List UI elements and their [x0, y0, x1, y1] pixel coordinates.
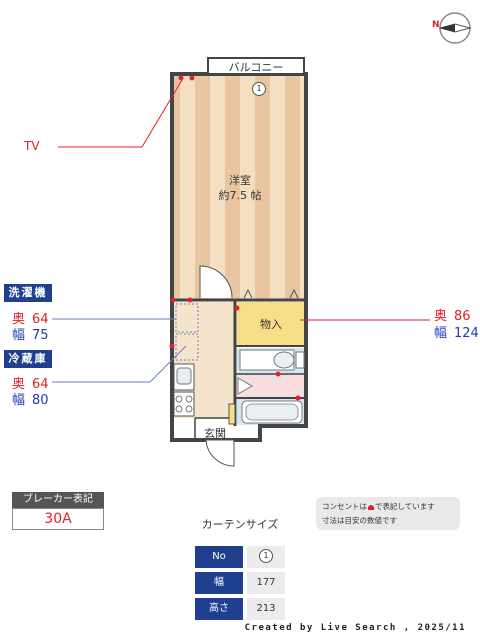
fridge-depth-key: 奥 [12, 377, 26, 392]
outlet-note: コンセントはで表記しています 寸法は目安の数値です [316, 497, 460, 530]
outlet-note-line2: 寸法は目安の数値です [322, 516, 397, 525]
breaker-value: 30A [12, 508, 104, 530]
curtain-value-width: 177 [247, 572, 285, 594]
fridge-depth-value: 64 [32, 377, 49, 392]
tv-label: TV [24, 139, 40, 153]
fridge-width-key: 幅 [12, 393, 26, 408]
washer-depth-value: 64 [32, 312, 49, 327]
outlet-note-line1: コンセントはで表記しています [322, 500, 454, 514]
storage-depth-key: 奥 [434, 309, 448, 324]
washer-width: 幅 75 [12, 324, 49, 343]
curtain-label-height: 高さ [195, 598, 243, 620]
outlet-icon [368, 504, 374, 510]
balcony-number-circle: 1 [252, 81, 266, 96]
storage-width-key: 幅 [434, 326, 448, 341]
western-room-size: 約7.5 帖 [218, 189, 262, 202]
compass-label: N [432, 20, 440, 30]
washer-depth: 奥 64 [12, 308, 49, 327]
outer-wall [170, 72, 308, 442]
fridge-width-value: 80 [32, 393, 49, 408]
breaker-title: ブレーカー表記 [12, 492, 104, 508]
curtain-title: カーテンサイズ [201, 518, 279, 531]
balcony-number: 1 [252, 78, 266, 97]
balcony-label: バルコニー [228, 61, 284, 74]
fridge-width: 幅 80 [12, 389, 49, 408]
storage-width-value: 124 [454, 326, 479, 341]
outlet-note-line1-a: コンセントは [322, 502, 367, 511]
credit-text: Created by Live Search , 2025/11 [244, 623, 466, 633]
storage-name: 物入 [260, 318, 282, 331]
western-room-floor [172, 74, 306, 299]
washer-width-key: 幅 [12, 328, 26, 343]
western-room-name: 洋室 [229, 174, 251, 187]
storage-floor [237, 302, 306, 345]
balcony [207, 57, 305, 75]
washer-depth-key: 奥 [12, 312, 26, 327]
washer-width-value: 75 [32, 328, 49, 343]
entrance-name: 玄関 [204, 427, 226, 440]
storage-depth: 奥 86 [434, 305, 471, 324]
storage-width: 幅 124 [434, 322, 479, 341]
curtain-label-width: 幅 [195, 572, 243, 594]
curtain-value-no: 1 [247, 546, 285, 568]
curtain-label-no: No [195, 546, 243, 568]
washer-tag: 洗濯機 [4, 284, 52, 302]
fridge-tag: 冷蔵庫 [4, 350, 52, 368]
curtain-value-height: 213 [247, 598, 285, 620]
curtain-no-circle: 1 [259, 549, 273, 563]
fridge-depth: 奥 64 [12, 373, 49, 392]
storage-depth-value: 86 [454, 309, 471, 324]
outlet-note-line1-b: で表記しています [375, 502, 435, 511]
